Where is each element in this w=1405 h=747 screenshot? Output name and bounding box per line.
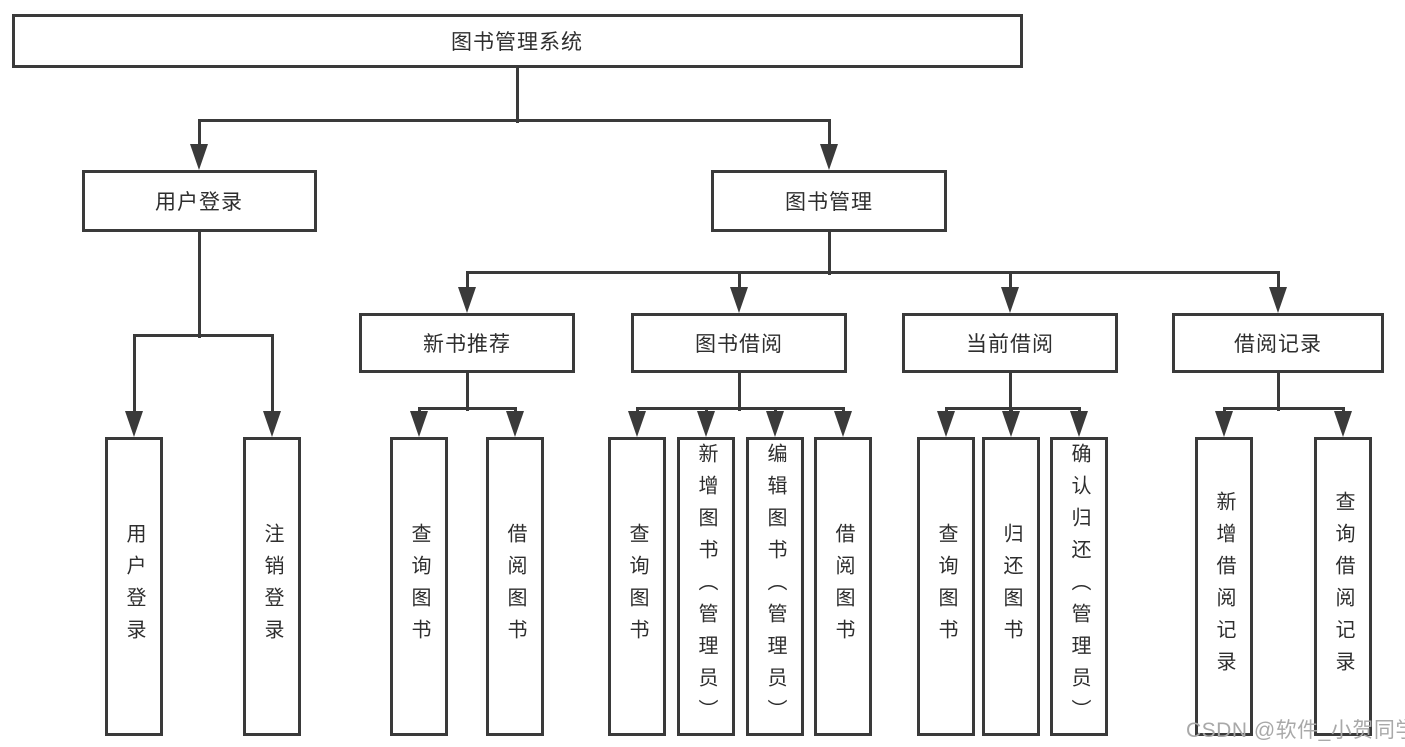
connector-drop-line [827,119,831,146]
connector-stem [1276,372,1280,411]
connector-drop-line [1222,407,1226,413]
arrowhead-down-icon [1215,411,1233,437]
arrowhead-down-icon [410,411,428,437]
borrow-books-borrowing: 借阅图书 [814,437,872,736]
logout-login: 注销登录 [243,437,301,736]
arrowhead-down-icon [1334,411,1352,437]
connector-branch-line [132,333,274,337]
arrowhead-down-icon [937,411,955,437]
current-borrowing: 当前借阅 [902,313,1118,373]
connector-drop-line [1077,407,1081,413]
edit-books-admin: 编辑图书（管理员） [746,437,804,736]
connector-drop-line [704,407,708,413]
connector-branch-line [197,118,831,122]
logout-login-label: 注销登录 [261,522,283,651]
connector-drop-line [737,271,741,289]
query-books-recommend-label: 查询图书 [408,522,430,651]
return-books-label: 归还图书 [1000,522,1022,651]
connector-drop-line [270,334,274,413]
book-management-module-label: 图书管理 [785,191,873,214]
arrowhead-down-icon [1269,287,1287,313]
book-borrowing-label: 图书借阅 [695,333,783,356]
connector-branch-line [465,270,1280,274]
add-books-admin-label: 新增图书（管理员） [695,442,717,731]
query-books-borrowing-label: 查询图书 [626,522,648,651]
arrowhead-down-icon [820,144,838,170]
connector-stem [515,67,519,123]
query-books-recommend: 查询图书 [390,437,448,736]
book-borrowing: 图书借阅 [631,313,847,373]
query-borrow-record-label: 查询借阅记录 [1332,490,1354,683]
query-books-current-label: 查询图书 [935,522,957,651]
arrowhead-down-icon [125,411,143,437]
connector-drop-line [1009,407,1013,413]
connector-drop-line [1276,271,1280,289]
arrowhead-down-icon [730,287,748,313]
library-management-system: 图书管理系统 [11,14,1023,68]
connector-drop-line [635,407,639,413]
arrowhead-down-icon [628,411,646,437]
connector-drop-line [1341,407,1345,413]
connector-drop-line [197,119,201,146]
arrowhead-down-icon [1070,411,1088,437]
connector-stem [827,231,831,275]
query-books-current: 查询图书 [917,437,975,736]
new-book-recommendation-label: 新书推荐 [423,333,511,356]
user-login-module-label: 用户登录 [155,191,243,214]
borrow-books-recommend: 借阅图书 [486,437,544,736]
connector-drop-line [132,334,136,413]
borrowing-records-label: 借阅记录 [1234,333,1322,356]
watermark: CSDN @软件_小贺同学 [1186,719,1405,742]
arrowhead-down-icon [697,411,715,437]
arrowhead-down-icon [766,411,784,437]
confirm-return-admin: 确认归还（管理员） [1050,437,1108,736]
connector-stem [737,372,741,411]
connector-stem [1008,372,1012,411]
library-management-system-label: 图书管理系统 [451,31,583,54]
edit-books-admin-label: 编辑图书（管理员） [764,442,786,731]
connector-drop-line [513,407,517,413]
book-management-module: 图书管理 [711,170,947,232]
user-login-module: 用户登录 [81,170,317,232]
new-book-recommendation: 新书推荐 [359,313,575,373]
connector-branch-line [635,406,845,410]
confirm-return-admin-label: 确认归还（管理员） [1068,442,1090,731]
connector-drop-line [773,407,777,413]
user-login: 用户登录 [105,437,163,736]
add-books-admin: 新增图书（管理员） [677,437,735,736]
add-borrow-record-label: 新增借阅记录 [1213,490,1235,683]
connector-drop-line [465,271,469,289]
arrowhead-down-icon [834,411,852,437]
user-login-label: 用户登录 [123,522,145,651]
connector-drop-line [417,407,421,413]
current-borrowing-label: 当前借阅 [966,333,1054,356]
add-borrow-record: 新增借阅记录 [1195,437,1253,736]
borrowing-records: 借阅记录 [1172,313,1384,373]
connector-branch-line [944,406,1081,410]
borrow-books-recommend-label: 借阅图书 [504,522,526,651]
borrow-books-borrowing-label: 借阅图书 [832,522,854,651]
arrowhead-down-icon [506,411,524,437]
arrowhead-down-icon [190,144,208,170]
connector-drop-line [841,407,845,413]
arrowhead-down-icon [1002,411,1020,437]
connector-stem [197,231,201,338]
connector-branch-line [1222,406,1345,410]
connector-drop-line [944,407,948,413]
query-borrow-record: 查询借阅记录 [1314,437,1372,736]
return-books: 归还图书 [982,437,1040,736]
query-books-borrowing: 查询图书 [608,437,666,736]
connector-drop-line [1008,271,1012,289]
arrowhead-down-icon [1001,287,1019,313]
connector-stem [465,372,469,411]
connector-branch-line [417,406,517,410]
arrowhead-down-icon [263,411,281,437]
arrowhead-down-icon [458,287,476,313]
